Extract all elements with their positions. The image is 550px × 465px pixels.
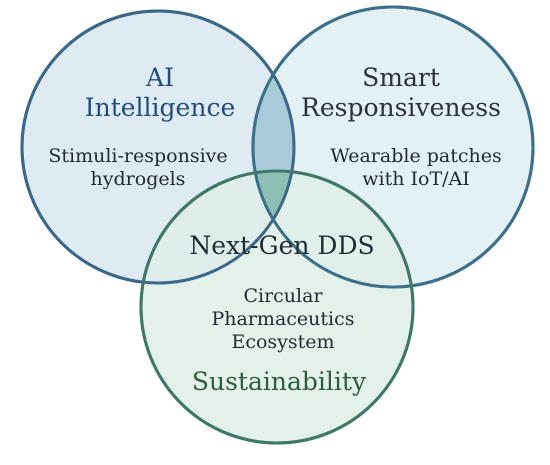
sustainability-body-line3: Ecosystem [231, 331, 335, 353]
ai-heading: AI Intelligence [85, 63, 236, 123]
smart-heading-line1: Smart [362, 63, 440, 92]
ai-heading-line2: Intelligence [84, 93, 236, 122]
ai-circle-outline [20, 9, 296, 285]
smart-heading-line2: Responsiveness [301, 93, 501, 122]
smart-body: Wearable patches with IoT/AI [330, 145, 501, 191]
center-label: Next-Gen DDS [189, 231, 375, 260]
ai-heading-line1: AI [146, 63, 174, 92]
ai-body: Stimuli-responsive hydrogels [48, 145, 227, 191]
ai-body-line1: Stimuli-responsive [48, 145, 228, 167]
smart-body-line1: Wearable patches [330, 145, 502, 167]
smart-heading: Smart Responsiveness [301, 63, 501, 123]
sustainability-circle-outline [139, 169, 415, 445]
sustainability-body-line2: Pharmaceutics [211, 308, 355, 330]
smart-body-line2: with IoT/AI [362, 168, 470, 190]
ai-body-line2: hydrogels [90, 168, 186, 190]
sustainability-body: Circular Pharmaceutics Ecosystem [211, 285, 354, 354]
sustainability-body-line1: Circular [243, 285, 323, 307]
smart-circle-outline [251, 5, 535, 289]
sustainability-heading: Sustainability [191, 367, 367, 396]
